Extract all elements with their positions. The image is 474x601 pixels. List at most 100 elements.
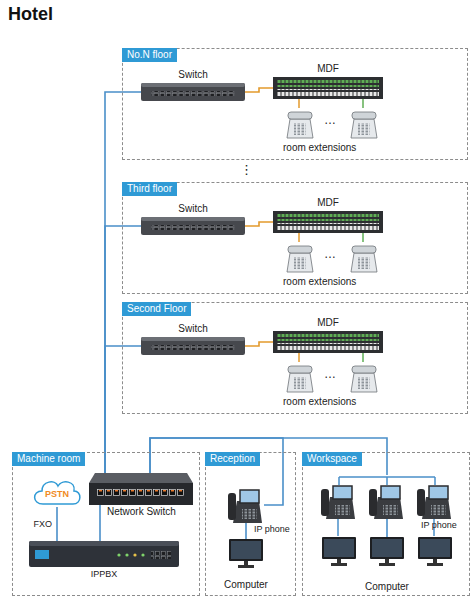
floor-panel: Second FloorSwitchMDFroom extensions…	[122, 302, 468, 414]
computer-label: Computer	[307, 581, 467, 593]
pstn-cloud: PSTN	[31, 477, 83, 507]
bus-drop	[434, 477, 436, 485]
ellipsis-mark: …	[324, 247, 336, 261]
monitor-icon	[370, 537, 404, 567]
room-phone-use	[287, 246, 313, 272]
cloud-label: PSTN	[45, 489, 69, 499]
diagram-title: Hotel	[8, 4, 53, 25]
panel-tab: Reception	[205, 452, 260, 466]
room-phone-use	[287, 366, 313, 392]
device-label: Switch	[111, 69, 275, 81]
phone-pc-wire	[337, 518, 339, 536]
switch-device-icon	[141, 217, 245, 235]
ip-phone-group: IP phone	[317, 475, 457, 519]
network-switch-icon-use	[89, 473, 193, 505]
connector	[245, 222, 273, 226]
floor-panel: Third floorSwitchMDFroom extensions…	[122, 182, 468, 294]
switch-device-icon	[141, 337, 245, 355]
connector	[245, 88, 273, 92]
room-extensions-label: room extensions	[283, 396, 356, 408]
network-switch: Network Switch	[89, 473, 193, 505]
computer-label: Computer	[214, 579, 278, 591]
ip-phone-icon-use	[417, 486, 451, 519]
device-label: MDF	[243, 197, 413, 209]
mdf-frame-icon-use	[273, 77, 383, 99]
bus-drop	[386, 477, 388, 485]
connector	[105, 92, 141, 473]
switch-device: Switch	[141, 217, 245, 235]
connector	[245, 342, 273, 346]
room-phone	[285, 243, 315, 273]
bus-drop	[338, 477, 340, 485]
connector	[105, 226, 141, 473]
ellipsis-mark: ⋮	[240, 162, 253, 177]
monitor-icon	[418, 537, 452, 567]
device-label: Switch	[111, 203, 275, 215]
panel-tab: Workspace	[302, 452, 362, 466]
room-phone-use	[351, 366, 377, 392]
monitor-icon	[229, 539, 263, 569]
connector	[245, 523, 247, 539]
room-phone	[349, 243, 379, 273]
mdf-frame: MDF	[273, 211, 383, 233]
device-label: Network Switch	[107, 506, 176, 518]
monitor-icon-use	[370, 537, 404, 566]
room-phone	[285, 109, 315, 139]
device-label: IPPBX	[0, 569, 209, 580]
edge-label: FXO	[32, 519, 53, 530]
switch-device-icon	[141, 83, 245, 101]
ip-phone-icon	[417, 483, 453, 519]
mdf-wire	[362, 98, 364, 108]
switch-device: Switch	[141, 83, 245, 101]
connector	[99, 505, 101, 541]
mdf-frame-icon-use	[273, 331, 383, 353]
mdf-frame-icon	[273, 331, 383, 353]
ip-phone-icon-use	[321, 486, 355, 519]
ellipsis-mark: …	[324, 367, 336, 381]
device-label: IP phone	[421, 520, 457, 531]
ip-phone-icon-use	[369, 486, 403, 519]
connector	[386, 519, 388, 537]
room-extensions-label: room extensions	[283, 142, 356, 154]
ip-phone-icon	[228, 487, 264, 523]
mdf-frame-icon	[273, 77, 383, 99]
panel-decor	[205, 452, 296, 596]
connector	[56, 507, 58, 541]
network-switch-icon	[89, 473, 193, 505]
room-phone	[285, 363, 315, 393]
mdf-wire	[298, 98, 300, 108]
room-phone-use	[351, 112, 377, 138]
mdf-wire	[362, 232, 364, 242]
room-phone	[349, 109, 379, 139]
panel-tab: Second Floor	[122, 302, 191, 316]
device-label: IP phone	[254, 524, 290, 535]
mdf-wire	[362, 352, 364, 362]
workspace-panel: Workspace IP phoneComputer	[302, 452, 470, 596]
device-label: Switch	[111, 323, 275, 335]
cloud-shape-use	[35, 482, 80, 504]
room-extensions-label: room extensions	[283, 276, 356, 288]
monitor-icon	[322, 537, 356, 567]
ippbx-device: IPPBX	[29, 541, 179, 567]
switch-device-icon-use	[141, 337, 245, 355]
computer-group: Computer	[317, 537, 457, 593]
ip-phone: IP phone	[228, 487, 264, 523]
ippbx-device-icon	[29, 541, 179, 567]
ellipsis-mark: …	[324, 113, 336, 127]
mdf-wire	[298, 232, 300, 242]
connector	[105, 346, 141, 473]
mdf-frame: MDF	[273, 77, 383, 99]
ip-phone-icon-use	[228, 490, 262, 523]
mdf-frame-icon	[273, 211, 383, 233]
ip-phone-icon	[321, 483, 357, 519]
switch-device-icon-use	[141, 83, 245, 101]
room-phone-use	[287, 112, 313, 138]
device-label: MDF	[243, 317, 413, 329]
switch-device-icon-use	[141, 217, 245, 235]
connector	[150, 438, 387, 475]
mdf-frame-icon-use	[273, 211, 383, 233]
panel-tab: Machine room	[12, 452, 85, 466]
ippbx-device-icon-use	[29, 541, 179, 567]
room-phone	[349, 363, 379, 393]
